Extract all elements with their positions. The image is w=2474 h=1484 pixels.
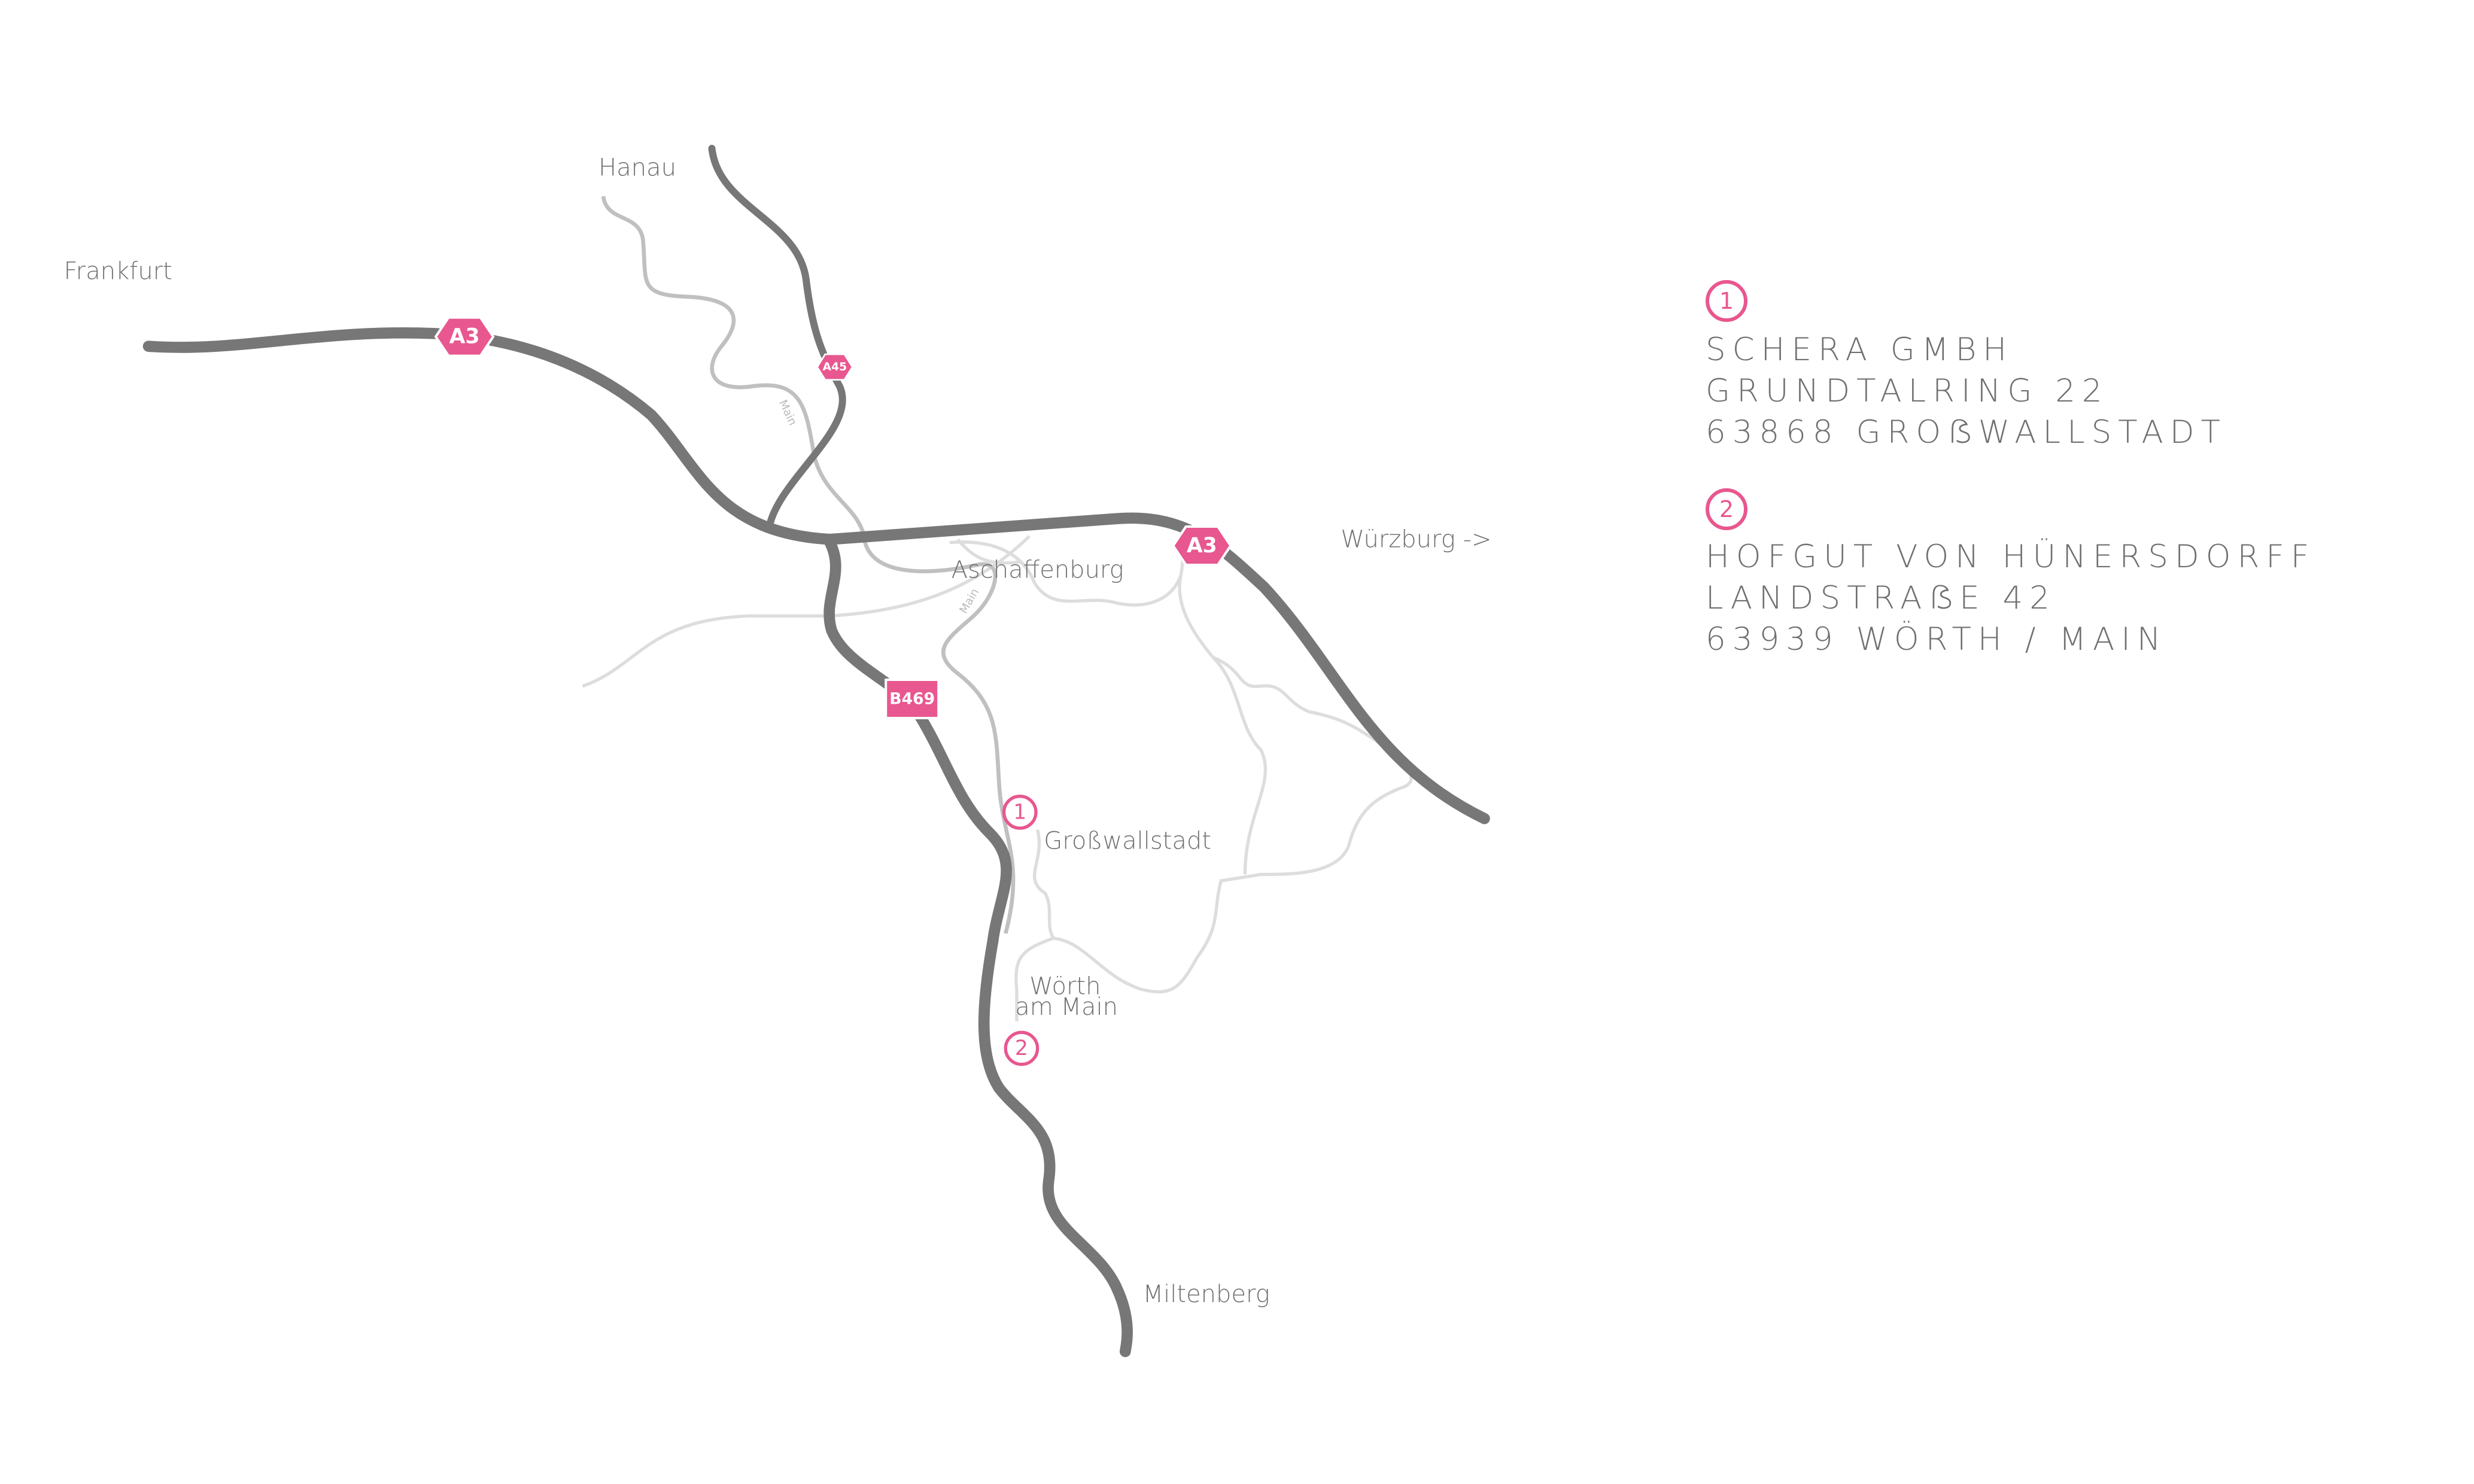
svg-text:B469: B469 [889, 690, 935, 708]
svg-text:A45: A45 [823, 361, 847, 373]
svg-text:A3: A3 [449, 325, 480, 349]
svg-text:2: 2 [1015, 1036, 1028, 1060]
address-line: GRUNDTALRING 22 [1706, 373, 2109, 409]
river-label: Main [776, 398, 799, 427]
address-block-1: SCHERA GMBH GRUNDTALRING 22 63868 GROẞWA… [1706, 329, 2227, 453]
a3-east-shield: A3 [1171, 525, 1232, 566]
address-block-2: HOFGUT VON HÜNERSDORFF LANDSTRAẞE 42 639… [1706, 536, 2315, 660]
city-label-woerth-am-main: am Main [1015, 993, 1118, 1021]
address-line: LANDSTRAẞE 42 [1706, 580, 2056, 616]
b469-shield: B469 [885, 679, 940, 719]
highway-b469 [823, 537, 1133, 1357]
svg-text:1: 1 [1013, 800, 1026, 824]
location-number-1: 1 [1706, 280, 1747, 322]
a45-shield: A45 [816, 353, 853, 381]
location-number-2: 2 [1706, 488, 1747, 530]
city-label-wuerzburg: Würzburg -> [1341, 526, 1491, 554]
river-main [601, 196, 1016, 934]
address-line: SCHERA GMBH [1706, 332, 2014, 368]
a3-west-shield: A3 [434, 316, 495, 357]
highway-a3 [142, 327, 1490, 825]
address-line: 63868 GROẞWALLSTADT [1706, 414, 2227, 451]
address-line: 63939 WÖRTH / MAIN [1706, 621, 2168, 658]
city-label-woerth: Wörth [1029, 972, 1101, 1000]
address-line: HOFGUT VON HÜNERSDORFF [1706, 539, 2316, 575]
svg-text:A3: A3 [1187, 534, 1217, 558]
city-label-aschaffenburg: Aschaffenburg [952, 556, 1124, 583]
city-label-miltenberg: Miltenberg [1143, 1281, 1270, 1308]
city-label-hanau: Hanau [598, 154, 676, 181]
highway-a45 [708, 145, 846, 530]
location-marker-1[interactable]: 1 [1002, 795, 1038, 830]
location-marker-2[interactable]: 2 [1004, 1030, 1040, 1066]
city-label-grosswallstadt: Großwallstadt [1044, 828, 1211, 855]
city-label-frankfurt: Frankfurt [64, 258, 172, 285]
